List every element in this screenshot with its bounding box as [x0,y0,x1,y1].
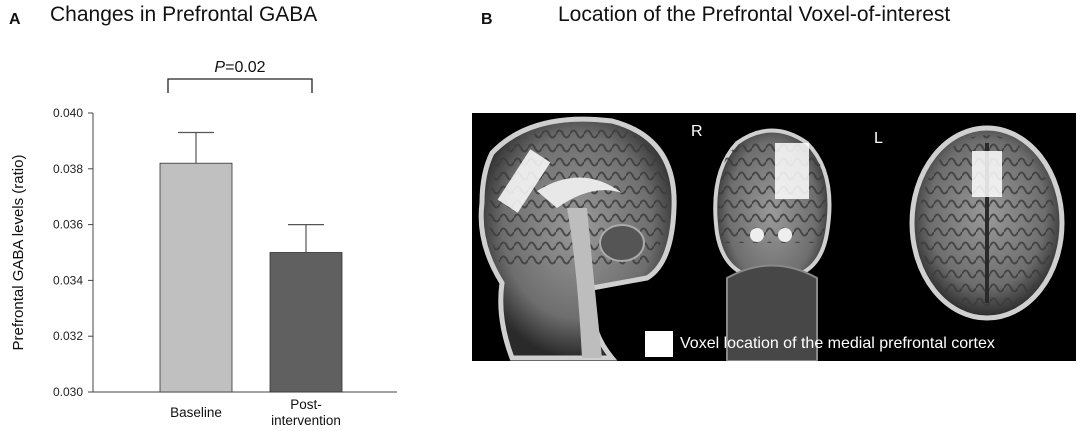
x-category-label: Post- [290,397,322,412]
voxel-legend-text: Voxel location of the medial prefrontal … [680,335,995,352]
panel-b-letter: B [481,11,493,28]
y-tick-label: 0.038 [53,162,83,176]
x-category-label: intervention [271,413,341,428]
y-tick-label: 0.040 [53,106,83,120]
bar-chart: 0.030 0.032 0.034 0.036 0.038 0.040Prefrontal… [10,59,397,428]
bar-1 [159,162,233,393]
chart-root: 0.030 0.032 0.034 0.036 0.038 0.040Prefrontal… [10,59,397,428]
y-tick-label: 0.032 [53,329,83,343]
orientation-right-label: R [691,123,703,140]
x-category-label: Baseline [170,405,222,420]
orientation-left-label: L [874,130,883,147]
significance-label: P=0.02 [214,59,265,76]
mri-figure: R L Voxel location of the medial prefron… [472,113,1076,362]
coronal-slice [713,128,832,362]
bar-2 [269,252,343,393]
y-tick-label: 0.036 [53,218,83,232]
panel-b-title: Location of the Prefrontal Voxel-of-inte… [558,3,951,26]
significance-bracket [167,78,313,93]
y-tick-label: 0.030 [53,385,83,399]
axial-slice [909,125,1065,321]
panel-a-letter: A [9,11,21,28]
voxel-legend-swatch [645,331,673,357]
y-axis-label: Prefrontal GABA levels (ratio) [10,155,27,351]
y-tick-label: 0.034 [53,273,83,287]
panel-a-title: Changes in Prefrontal GABA [50,3,318,26]
mri-scans [478,116,1065,362]
sagittal-slice [478,116,677,361]
